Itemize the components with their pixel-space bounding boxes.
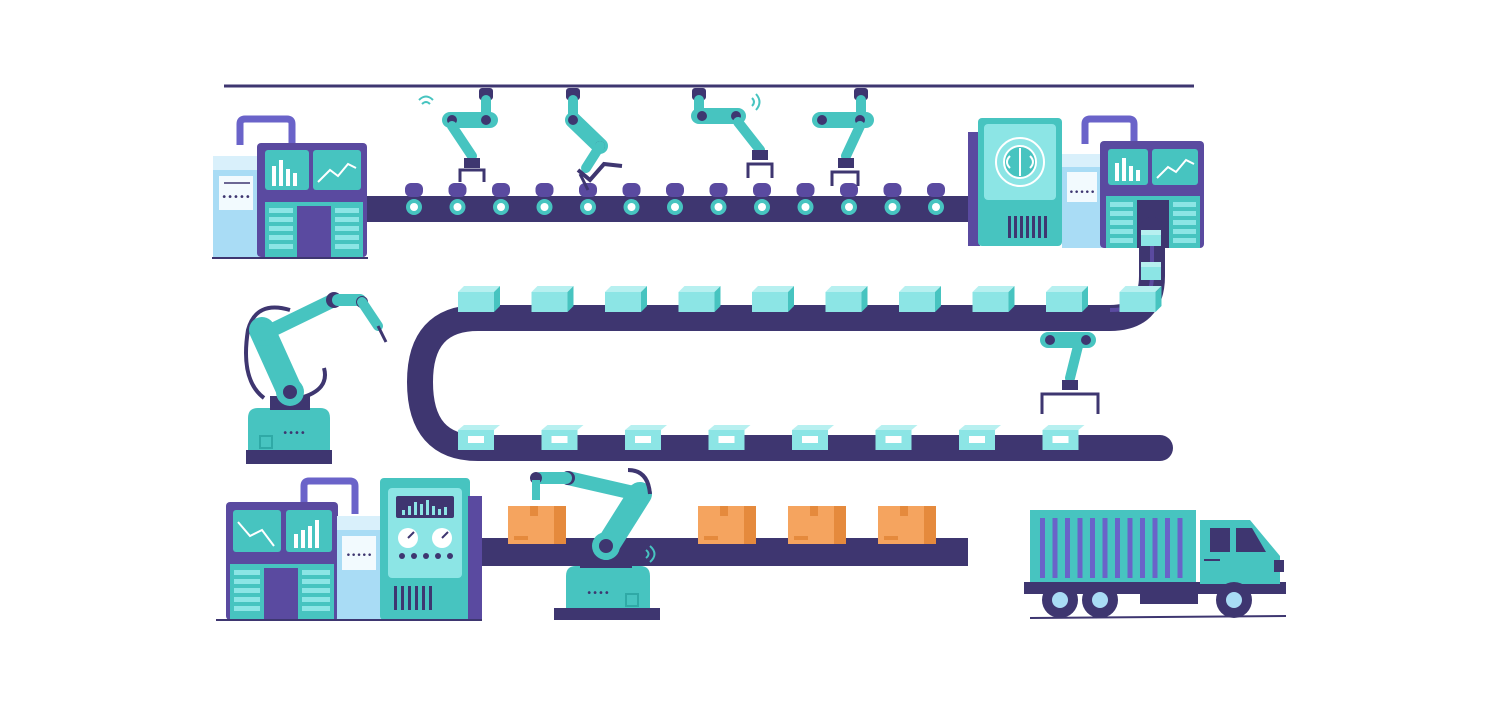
robot-arm-icon bbox=[691, 88, 774, 178]
container-rib bbox=[1140, 518, 1145, 578]
top-conveyor bbox=[360, 183, 980, 222]
standing-robot-arm: •••• bbox=[244, 292, 388, 464]
conveyor-roller bbox=[753, 183, 771, 215]
product-cube bbox=[1046, 286, 1088, 312]
robot-arm-icon bbox=[812, 88, 874, 186]
container-ribs bbox=[1040, 518, 1183, 578]
container-rib bbox=[1040, 518, 1045, 578]
serpentine-conveyor bbox=[406, 217, 1173, 461]
control-machine-top-right: ••••• bbox=[1062, 115, 1204, 248]
container-rib bbox=[1065, 518, 1070, 578]
container-rib bbox=[1077, 518, 1083, 578]
labeled-product-cube bbox=[708, 425, 751, 450]
gauge-machine bbox=[216, 478, 482, 621]
control-machine-top-left: ••••• bbox=[212, 115, 368, 259]
cardboard-boxes bbox=[508, 506, 936, 544]
truck-wheels bbox=[1042, 582, 1252, 618]
container-rib bbox=[1115, 518, 1120, 578]
conveyor-cubes-upper bbox=[458, 286, 1162, 312]
container-rib bbox=[1102, 518, 1108, 578]
product-cube bbox=[531, 286, 574, 312]
labeled-product-cube bbox=[959, 425, 1001, 450]
robot-arm-icon bbox=[1040, 332, 1100, 414]
product-cube bbox=[605, 286, 647, 312]
cardboard-box bbox=[878, 506, 936, 544]
conveyor-cubes-lower bbox=[458, 425, 1085, 450]
container-rib bbox=[1165, 518, 1170, 578]
conveyor-roller bbox=[448, 183, 467, 215]
container-rib bbox=[1127, 518, 1133, 578]
labeled-product-cube bbox=[1042, 425, 1085, 450]
svg-text:•••••: ••••• bbox=[346, 551, 373, 561]
product-cube bbox=[972, 286, 1015, 312]
cardboard-box bbox=[788, 506, 846, 544]
cargo-truck-icon bbox=[1024, 510, 1287, 619]
ai-brain-machine bbox=[968, 118, 1062, 246]
conveyor-roller bbox=[492, 183, 510, 215]
robot-arm-icon bbox=[418, 88, 498, 182]
conveyor-roller bbox=[535, 183, 554, 215]
labeled-product-cube bbox=[458, 425, 500, 450]
container-rib bbox=[1177, 518, 1183, 578]
cardboard-box bbox=[698, 506, 756, 544]
control-machine-bottom-left: ••••• bbox=[226, 477, 381, 620]
product-cube bbox=[752, 286, 794, 312]
labeled-product-cube bbox=[541, 425, 584, 450]
product-cube bbox=[825, 286, 868, 312]
svg-text:••••: •••• bbox=[586, 588, 610, 599]
conveyor-roller bbox=[666, 183, 684, 215]
conveyor-roller bbox=[883, 183, 902, 215]
conveyor-roller bbox=[405, 183, 423, 215]
conveyor-roller bbox=[709, 183, 728, 215]
conveyor-roller bbox=[927, 183, 945, 215]
svg-text:•••••: ••••• bbox=[221, 192, 251, 203]
labeled-product-cube bbox=[875, 425, 918, 450]
container-rib bbox=[1152, 518, 1158, 578]
container-rib bbox=[1052, 518, 1058, 578]
labeled-product-cube bbox=[792, 425, 834, 450]
svg-text:••••: •••• bbox=[282, 428, 306, 439]
product-cube bbox=[1119, 286, 1162, 312]
container-rib bbox=[1090, 518, 1095, 578]
bottom-conveyor bbox=[476, 506, 968, 566]
conveyor-roller bbox=[840, 183, 858, 215]
brain-chip-icon bbox=[995, 137, 1045, 187]
conveyor-roller bbox=[796, 183, 815, 215]
chute-cubes bbox=[1141, 230, 1161, 280]
product-cube bbox=[899, 286, 941, 312]
labeled-product-cube bbox=[625, 425, 667, 450]
cardboard-box bbox=[508, 506, 566, 544]
product-cube bbox=[458, 286, 500, 312]
conveyor-roller bbox=[622, 183, 641, 215]
svg-text:•••••: ••••• bbox=[1069, 188, 1096, 198]
product-cube bbox=[678, 286, 721, 312]
packing-robot-arm: •••• bbox=[530, 468, 660, 620]
robot-arm-icon bbox=[565, 88, 623, 191]
